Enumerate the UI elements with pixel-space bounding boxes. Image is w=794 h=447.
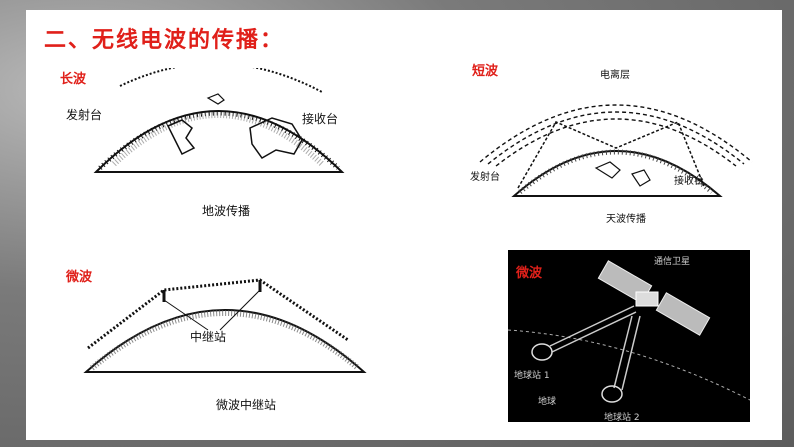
long-wave-label: 长波 xyxy=(60,72,87,87)
short-wave-label: 短波 xyxy=(472,64,499,79)
sky-wave-caption: 天波传播 xyxy=(606,214,646,225)
ground-wave-diagram xyxy=(93,68,345,173)
satellite-panel: 微波 通信卫星 地球站 1 地球 地球站 2 xyxy=(508,250,750,423)
earth-station-2: 地球站 2 xyxy=(604,413,640,423)
earth-label: 地球 xyxy=(538,397,557,407)
satellite-microwave-label: 微波 xyxy=(516,266,543,281)
microwave-relay-caption: 微波中继站 xyxy=(216,398,277,412)
long-wave-receiver: 接收台 xyxy=(302,112,339,126)
sky-wave-diagram xyxy=(479,104,753,197)
slide: 二、无线电波的传播： 长波 发射台 接收台 地波传播 短波 电离层 发射台 接收… xyxy=(26,10,782,440)
microwave-relay-diagram xyxy=(83,278,367,373)
microwave-label: 微波 xyxy=(66,270,93,285)
slide-title: 二、无线电波的传播： xyxy=(44,28,285,53)
ionosphere-label: 电离层 xyxy=(600,70,630,81)
ground-wave-caption: 地波传播 xyxy=(202,204,251,218)
satellite-diagram xyxy=(508,260,750,403)
short-wave-transmitter: 发射台 xyxy=(470,172,500,183)
short-wave-receiver: 接收台 xyxy=(674,176,704,187)
satellite-label: 通信卫星 xyxy=(654,257,691,267)
long-wave-transmitter: 发射台 xyxy=(66,108,103,122)
earth-station-1: 地球站 1 xyxy=(514,371,550,381)
relay-station-label: 中继站 xyxy=(190,330,227,344)
